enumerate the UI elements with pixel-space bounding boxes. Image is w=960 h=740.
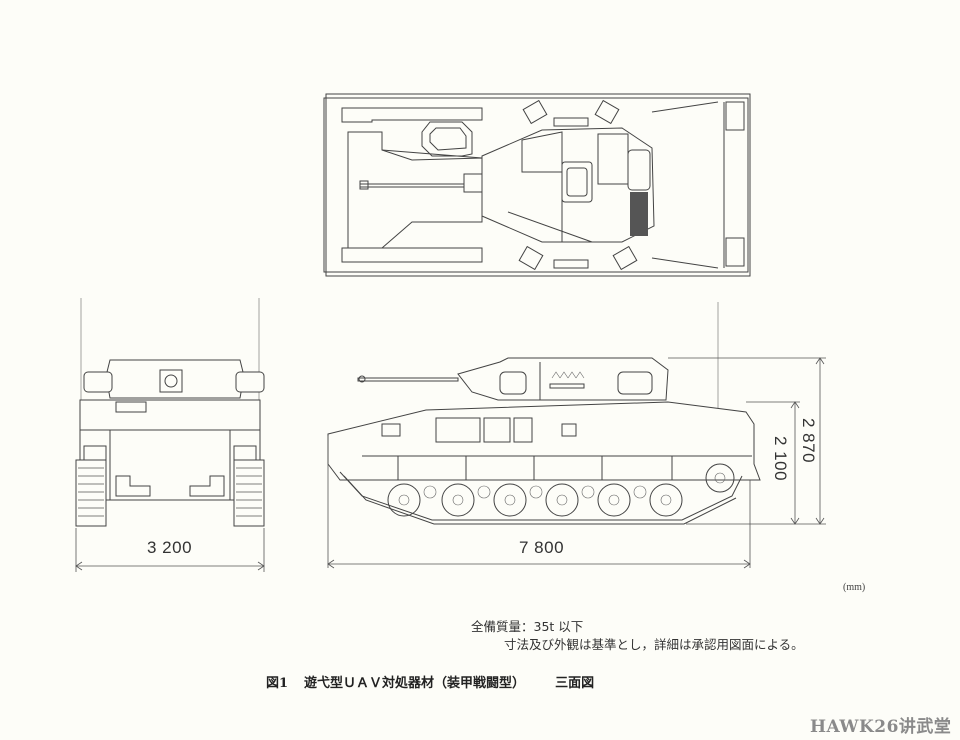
top-view-drawing (322, 92, 754, 278)
side-view-drawing (322, 300, 842, 570)
unit-label: (mm) (843, 582, 866, 593)
front-view-drawing (70, 296, 270, 576)
figure-title: 遊弋型ＵＡＶ対処器材（装甲戦闘型） (304, 676, 526, 691)
hull-height-dimension: 2 100 (771, 436, 790, 482)
figure-caption: 図1 遊弋型ＵＡＶ対処器材（装甲戦闘型） 三面図 (266, 672, 594, 691)
figure-subtitle: 三面図 (555, 676, 595, 691)
watermark: HAWK26讲武堂 (810, 717, 952, 737)
length-dimension: 7 800 (519, 538, 565, 557)
overall-height-dimension: 2 870 (799, 418, 818, 464)
remark-note: 寸法及び外観は基準とし，詳細は承認用図面による。 (504, 637, 804, 652)
width-dimension: 3 200 (147, 538, 193, 557)
figure-number: 図1 (266, 676, 289, 691)
weight-note: 全備質量：35t 以下 (471, 619, 584, 634)
